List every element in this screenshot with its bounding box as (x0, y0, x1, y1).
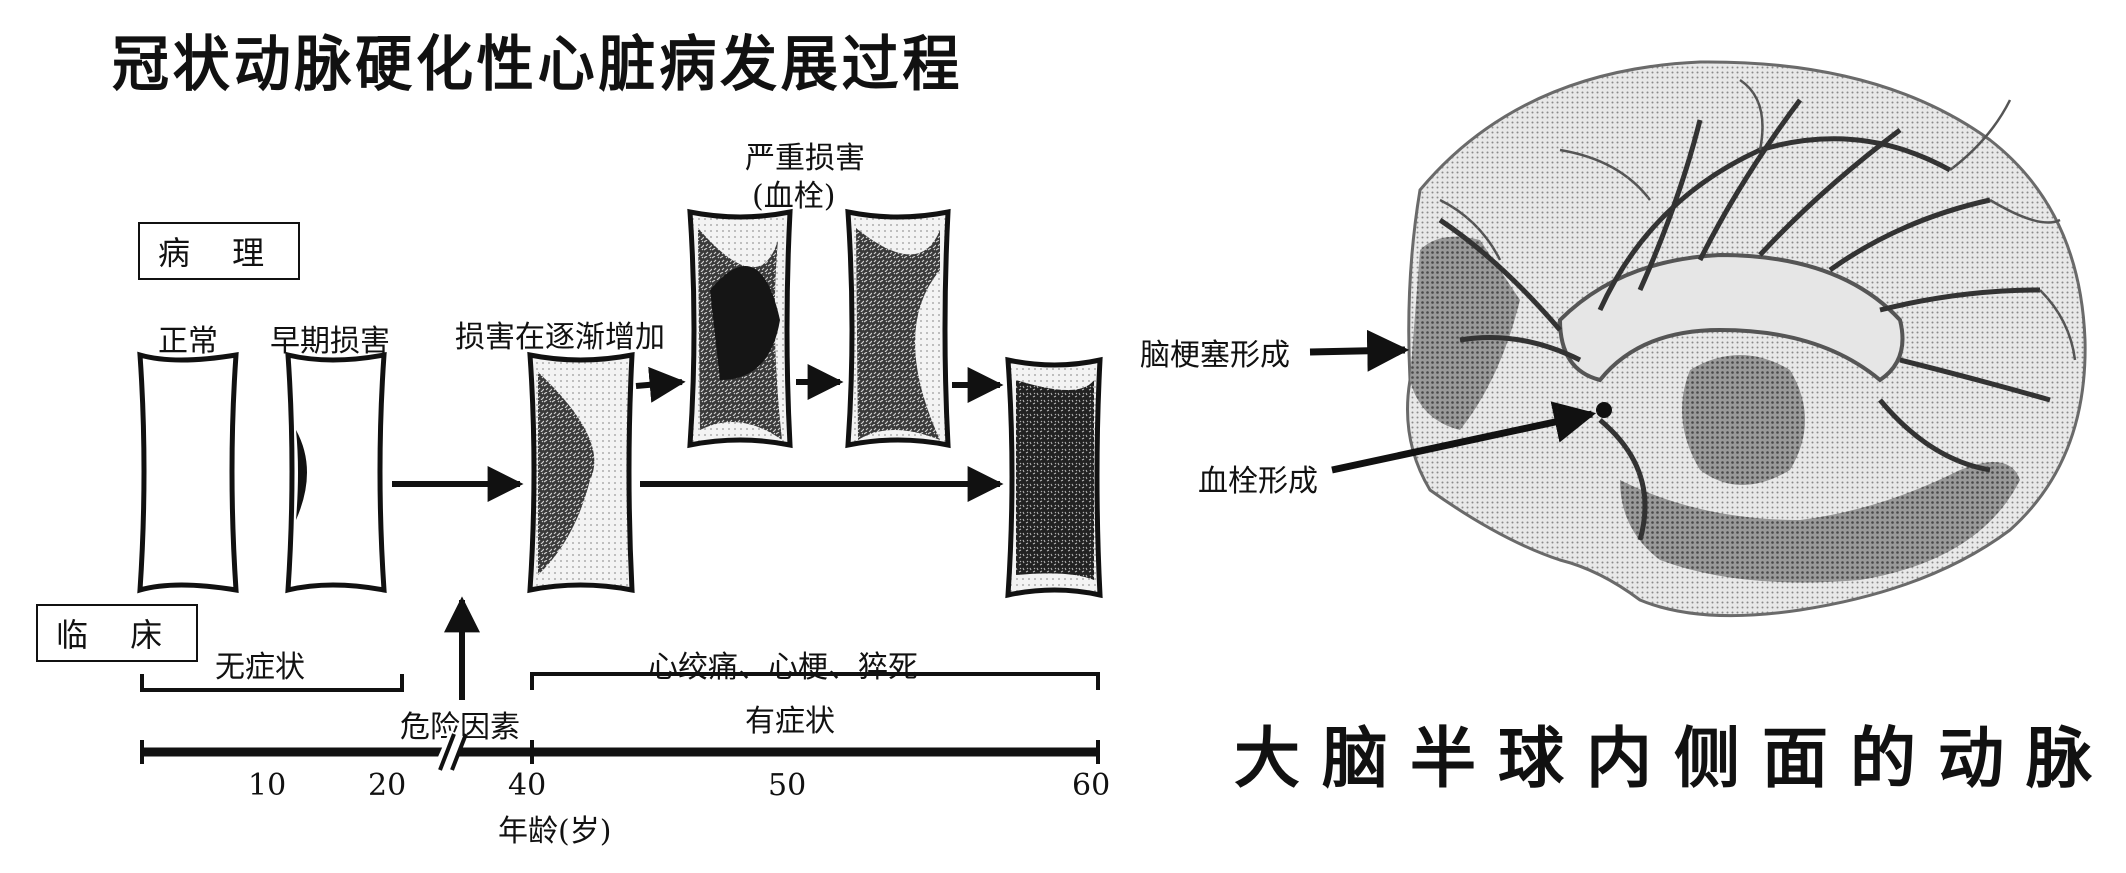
axis-tick-60: 60 (1072, 768, 1111, 803)
infarct-label: 脑梗塞形成 (1140, 338, 1290, 373)
axis-tick-10: 10 (248, 768, 287, 803)
brain-arrows (1309, 329, 1597, 474)
axis-tick-40: 40 (508, 768, 547, 803)
vessel-early-damage (285, 351, 387, 594)
clinical-label: 临 床 (36, 604, 199, 662)
thrombus-formation-label: 血栓形成 (1198, 464, 1318, 499)
stage-severe-damage-label: 严重损害 (745, 141, 865, 176)
stage-normal-label: 正常 (158, 324, 218, 359)
stage-thrombus-label: (血栓) (752, 179, 836, 214)
axis-label: 年龄(岁) (498, 814, 612, 849)
diagram-title: 冠状动脉硬化性心脏病发展过程 (112, 30, 964, 100)
clinical-brackets (140, 672, 1100, 692)
vessel-increasing-damage (527, 351, 635, 594)
stage-increasing-damage-label: 损害在逐渐增加 (455, 320, 665, 355)
age-axis (140, 730, 1100, 774)
progression-arrows (392, 364, 1004, 700)
symptoms-label: 心绞痛、心梗、猝死 (648, 650, 918, 685)
vessel-occluded (1005, 356, 1103, 599)
brain-illustration (1406, 60, 2087, 618)
pathology-label: 病 理 (138, 222, 301, 280)
brain-title: 大脑半球内侧面的动脉 (1234, 719, 2114, 797)
axis-tick-50: 50 (768, 768, 807, 803)
vessel-severe-damage-2 (845, 208, 951, 449)
vessel-severe-damage-1 (687, 208, 793, 449)
vessel-normal (137, 351, 239, 594)
symptomatic-label: 有症状 (745, 704, 835, 739)
asymptomatic-label: 无症状 (215, 650, 305, 685)
axis-tick-20: 20 (368, 768, 407, 803)
